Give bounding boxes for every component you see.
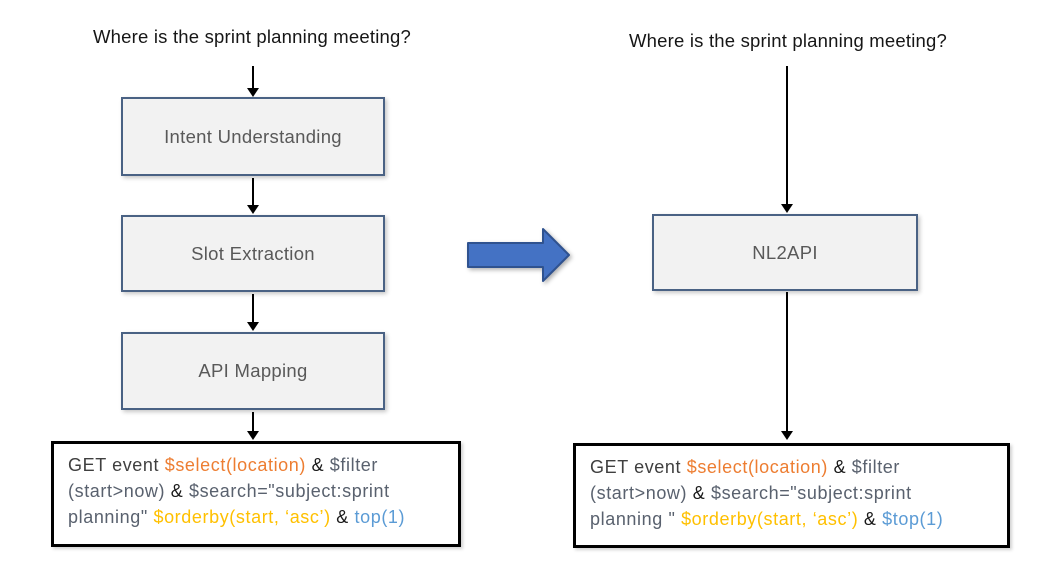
arrowhead-icon <box>247 431 259 440</box>
box-label: API Mapping <box>198 360 308 381</box>
box-label: Slot Extraction <box>191 242 315 264</box>
right-question-text: Where is the sprint planning meeting? <box>629 30 947 51</box>
right-block-arrow-icon <box>467 228 570 282</box>
box-api-mapping: API Mapping <box>121 332 385 410</box>
api-call-text: GET event $select(location) & $filter(st… <box>68 455 406 527</box>
flow-arrow-api-to-code <box>247 412 259 440</box>
connector-line <box>252 294 254 323</box>
connector-line <box>252 412 254 432</box>
flow-arrow-nl2api-to-code <box>781 292 793 440</box>
flow-arrow-question-to-nl2api <box>781 66 793 213</box>
left-api-call-box: GET event $select(location) & $filter(st… <box>51 441 461 547</box>
arrowhead-icon <box>247 88 259 97</box>
connector-line <box>786 66 788 205</box>
connector-line <box>786 292 788 432</box>
arrowhead-icon <box>781 431 793 440</box>
arrowhead-icon <box>247 322 259 331</box>
box-label: NL2API <box>752 241 818 263</box>
flow-arrow-slot-to-api <box>247 294 259 331</box>
box-slot-extraction: Slot Extraction <box>121 215 385 292</box>
arrowhead-icon <box>781 204 793 213</box>
box-nl2api: NL2API <box>652 214 918 291</box>
api-call-text: GET event $select(location) & $filter(st… <box>590 457 944 529</box>
arrowhead-icon <box>247 205 259 214</box>
flow-arrow-question-to-intent <box>247 66 259 97</box>
connector-line <box>252 66 254 89</box>
connector-line <box>252 178 254 206</box>
right-api-call-box: GET event $select(location) & $filter(st… <box>573 443 1010 548</box>
flow-arrow-intent-to-slot <box>247 178 259 214</box>
box-label: Intent Understanding <box>164 125 342 147</box>
left-question-text: Where is the sprint planning meeting? <box>93 26 411 47</box>
box-intent-understanding: Intent Understanding <box>121 97 385 176</box>
